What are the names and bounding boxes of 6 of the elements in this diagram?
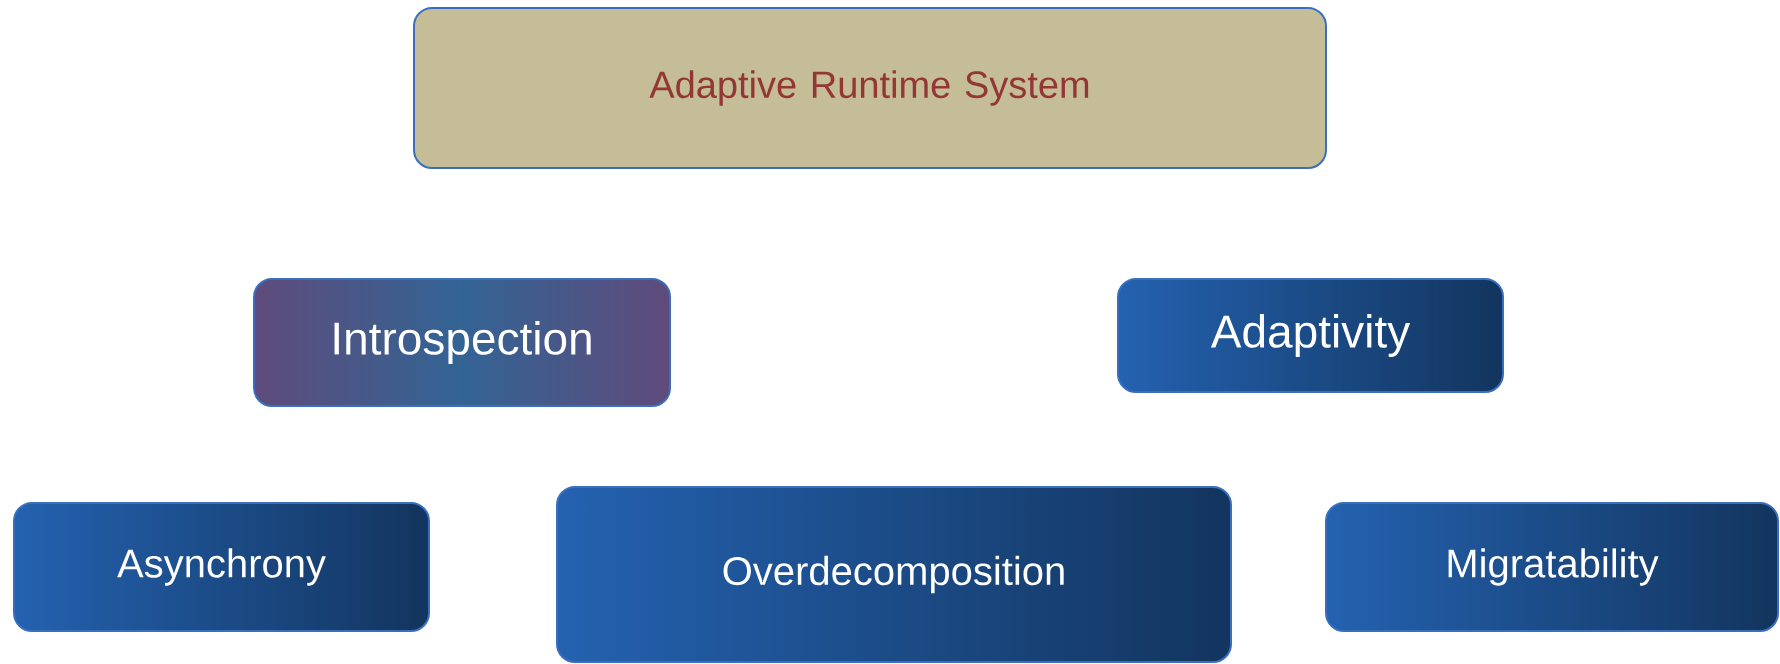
concept-box: Asynchrony — [13, 502, 430, 632]
concept-box: Adaptivity — [1117, 278, 1504, 393]
concept-box: Introspection — [253, 278, 671, 407]
title-box: Adaptive Runtime System — [413, 7, 1327, 169]
concept-box: Overdecomposition — [556, 486, 1232, 663]
concept-box: Migratability — [1325, 502, 1779, 632]
